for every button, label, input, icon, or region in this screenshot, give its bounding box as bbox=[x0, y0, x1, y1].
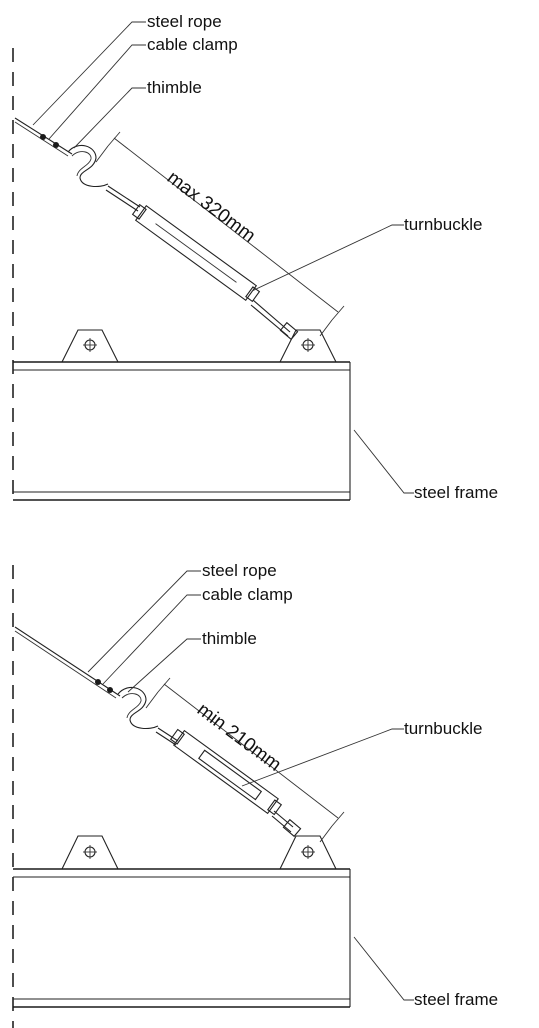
leader-steel-rope bbox=[87, 570, 201, 673]
leader-cable-clamp bbox=[48, 44, 146, 140]
leader-steel-frame bbox=[353, 936, 414, 1001]
cable-clamps bbox=[95, 679, 113, 693]
steel-frame-beam bbox=[13, 361, 351, 501]
lug-plate-left bbox=[61, 835, 119, 870]
lug-plate-right bbox=[279, 835, 337, 870]
turnbuckle-shaft-lower bbox=[252, 299, 291, 333]
leader-thimble bbox=[73, 87, 146, 149]
leader-steel-frame bbox=[353, 429, 414, 494]
leader-turnbuckle bbox=[251, 224, 404, 292]
steel-frame-beam bbox=[13, 868, 351, 1008]
turnbuckle-body bbox=[169, 728, 283, 816]
thimble bbox=[67, 144, 109, 188]
label-cable-clamp: cable clamp bbox=[202, 585, 293, 604]
turnbuckle-shaft-upper bbox=[107, 185, 141, 208]
lug-plate-right bbox=[279, 329, 337, 363]
cable-clamps bbox=[40, 134, 59, 148]
lug-plate-left bbox=[61, 329, 119, 363]
label-steel-rope: steel rope bbox=[202, 561, 277, 580]
label-turnbuckle: turnbuckle bbox=[404, 215, 482, 234]
label-steel-frame: steel frame bbox=[414, 483, 498, 502]
dimension-label: max 320mm bbox=[163, 167, 259, 247]
turnbuckle-shaft-upper bbox=[157, 727, 179, 742]
dimension-line-max bbox=[95, 131, 345, 337]
label-steel-frame: steel frame bbox=[414, 990, 498, 1009]
label-steel-rope: steel rope bbox=[147, 12, 222, 31]
label-cable-clamp: cable clamp bbox=[147, 35, 238, 54]
leader-turnbuckle bbox=[241, 728, 404, 787]
panel-max-length: max 320mm steel rope cable clamp thimble… bbox=[12, 12, 498, 502]
label-thimble: thimble bbox=[202, 629, 257, 648]
turnbuckle-shaft-lower bbox=[273, 810, 294, 828]
turnbuckle-body bbox=[131, 203, 261, 303]
leader-cable-clamp bbox=[102, 594, 201, 685]
thimble bbox=[117, 686, 159, 730]
leader-thimble bbox=[127, 638, 201, 693]
dimension-line-min bbox=[145, 677, 345, 843]
label-thimble: thimble bbox=[147, 78, 202, 97]
label-turnbuckle: turnbuckle bbox=[404, 719, 482, 738]
panel-min-length: min 210mm steel rope cable clamp thimble… bbox=[12, 561, 498, 1028]
steel-rope bbox=[14, 626, 121, 697]
leader-steel-rope bbox=[32, 21, 146, 126]
